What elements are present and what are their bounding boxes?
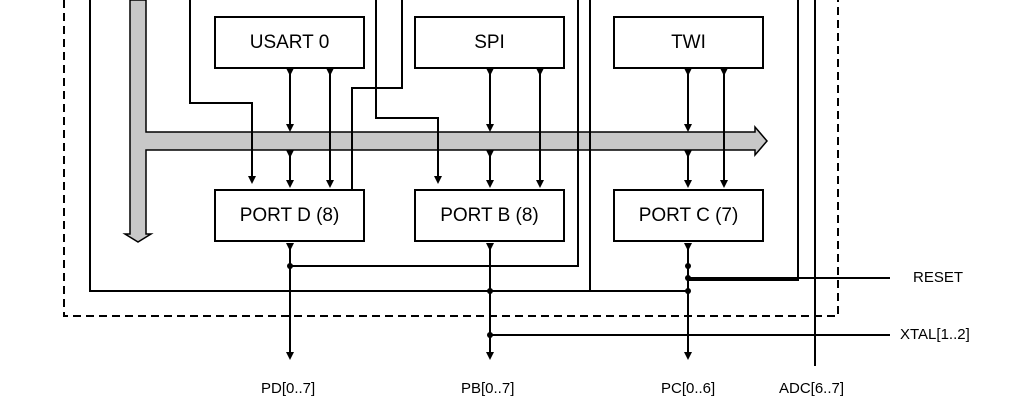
port-b-block: PORT B (8) — [414, 189, 565, 242]
pc-pin-label: PC[0..6] — [661, 380, 716, 397]
port-d-block: PORT D (8) — [214, 189, 365, 242]
junction-dots — [287, 263, 691, 338]
pb-pin-label: PB[0..7] — [461, 380, 515, 397]
pd-pin-label: PD[0..7] — [261, 380, 316, 397]
reset-pin-label: RESET — [913, 269, 964, 286]
xtal-pin-label: XTAL[1..2] — [900, 326, 970, 343]
port-c-block: PORT C (7) — [613, 189, 764, 242]
twi-block: TWI — [613, 16, 764, 69]
bidirectional-arrows — [286, 68, 728, 188]
adc-pin-label: ADC[6..7] — [779, 380, 845, 397]
usart0-block: USART 0 — [214, 16, 365, 69]
chip-boundary — [63, 0, 839, 317]
internal-data-bus — [122, 0, 768, 243]
spi-block: SPI — [414, 16, 565, 69]
pin-lines — [286, 243, 692, 360]
signal-wires — [89, 0, 890, 366]
